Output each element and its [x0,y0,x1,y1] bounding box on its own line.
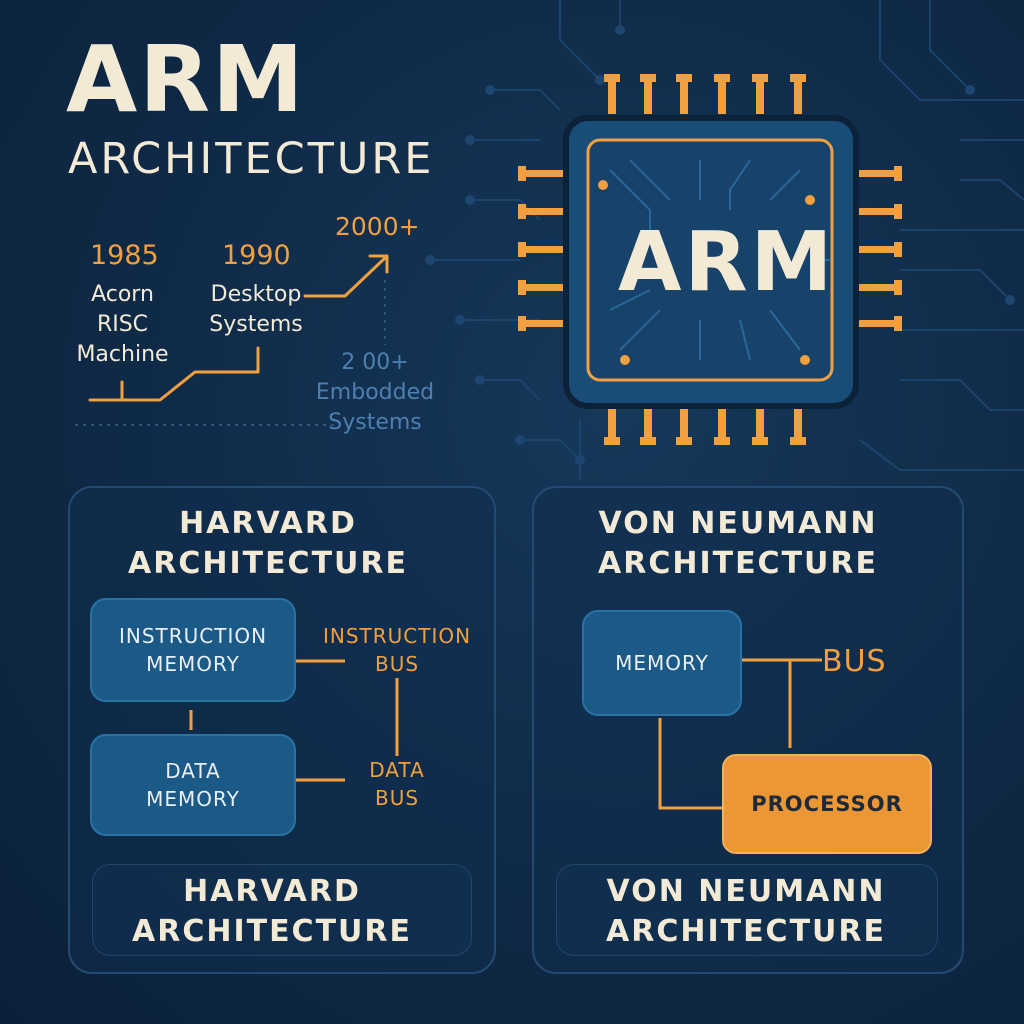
timeline-faded-note: 2 00+ Embodded Systems [305,348,445,438]
processor-box: PROCESSOR [722,754,932,854]
von-neumann-bus-lines [658,658,822,810]
harvard-footer-line: ARCHITECTURE [132,914,412,949]
data-bus-line: DATA [369,758,425,782]
harvard-panel [68,486,496,974]
timeline-label-1990: Desktop Systems [200,280,312,340]
data-memory-box: DATA MEMORY [90,734,296,836]
harvard-footer-panel [92,864,472,956]
instruction-memory-box: INSTRUCTION MEMORY [90,598,296,702]
chip-top-pins [604,74,806,114]
faded-note-line: 2 00+ [341,350,409,375]
timeline-label-line: Systems [209,312,303,337]
timeline-label-line: Desktop [210,282,302,307]
von-neumann-title: VON NEUMANN ARCHITECTURE [532,504,944,584]
von-neumann-footer-panel [556,864,938,956]
main-title: ARM [66,26,306,133]
von-neumann-title-line: VON NEUMANN [598,506,878,541]
memory-box: MEMORY [582,610,742,716]
timeline-year-1985: 1985 [90,240,159,271]
instruction-bus-line: INSTRUCTION [322,624,472,648]
instruction-bus-label: INSTRUCTION BUS [312,622,482,678]
faded-note-line: Systems [328,410,422,435]
data-memory-line: DATA [165,759,221,783]
timeline-year-1990: 1990 [222,240,291,271]
timeline-connector [75,254,389,426]
timeline-label-line: Machine [76,342,169,367]
arm-chip-graphic [518,74,902,445]
faded-note-line: Embodded [315,380,435,405]
timeline-year-2000-plus: 2000+ [335,212,420,241]
data-bus-label: DATA BUS [345,756,449,812]
harvard-bus-lines [189,659,399,782]
von-neumann-footer-line: VON NEUMANN [606,874,886,909]
instruction-memory-line: INSTRUCTION [118,624,268,648]
data-bus-line: BUS [374,786,420,810]
harvard-footer-title: HARVARD ARCHITECTURE [92,872,452,952]
chip-label: ARM [618,215,836,310]
harvard-title: HARVARD ARCHITECTURE [68,504,468,584]
harvard-footer-line: HARVARD [183,874,361,909]
data-memory-line: MEMORY [146,787,240,811]
harvard-title-line: ARCHITECTURE [128,546,408,581]
von-neumann-footer-line: ARCHITECTURE [606,914,886,949]
timeline-label-1985: Acorn RISC Machine [70,280,175,370]
main-subtitle: ARCHITECTURE [68,134,435,184]
von-neumann-panel [532,486,964,974]
bus-label: BUS [822,644,887,679]
timeline-label-line: Acorn [91,282,154,307]
von-neumann-footer-title: VON NEUMANN ARCHITECTURE [556,872,936,952]
instruction-memory-line: MEMORY [146,652,240,676]
instruction-bus-line: BUS [374,652,420,676]
von-neumann-title-line: ARCHITECTURE [598,546,878,581]
harvard-title-line: HARVARD [179,506,357,541]
timeline-label-line: RISC [96,312,149,337]
